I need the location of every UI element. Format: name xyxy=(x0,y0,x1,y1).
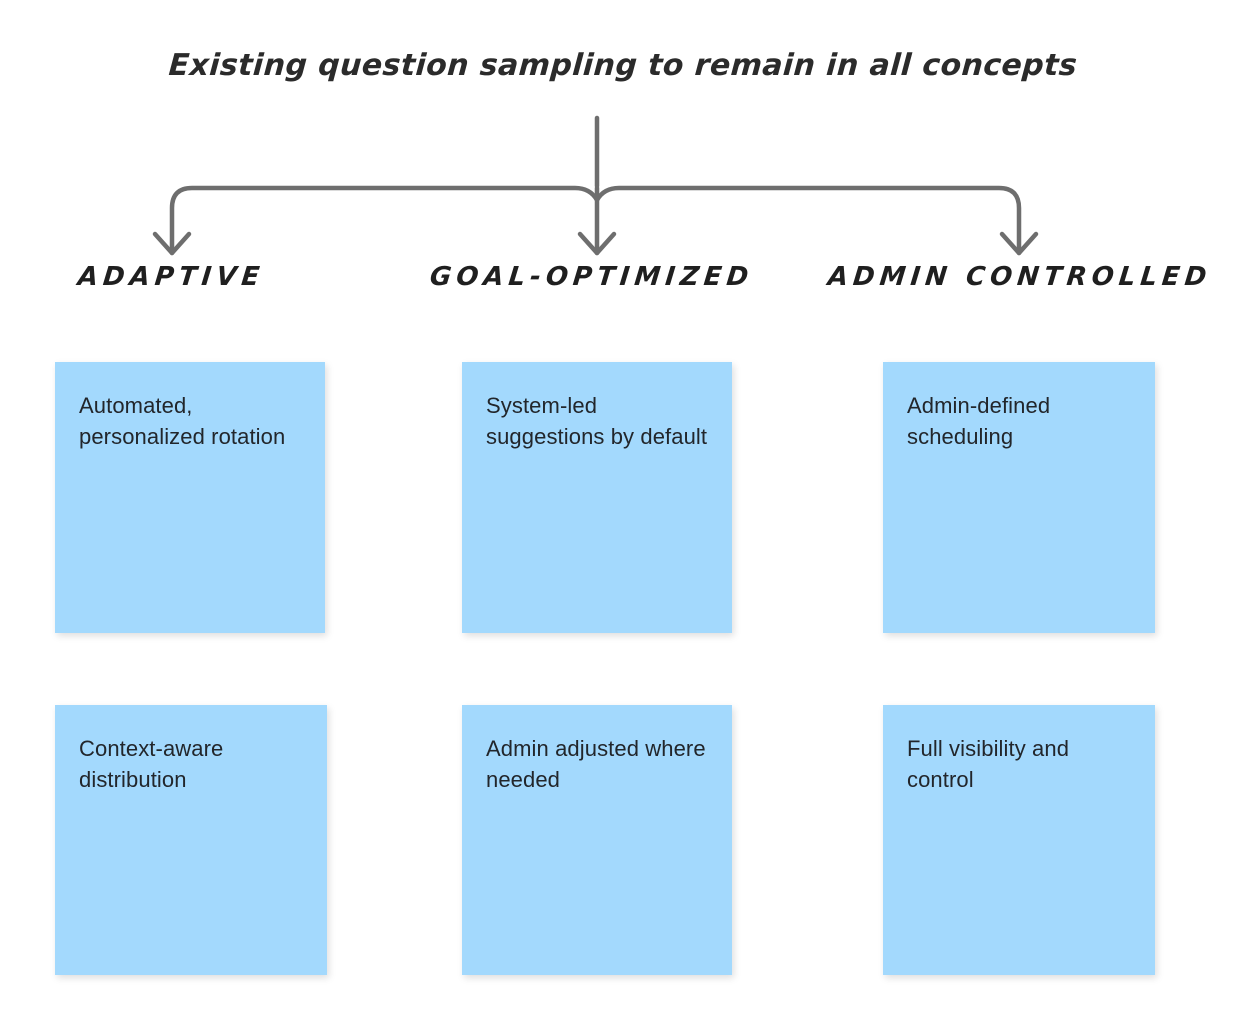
card[interactable]: Admin-defined scheduling xyxy=(883,362,1155,633)
column-header-goal-optimized: GOAL-OPTIMIZED xyxy=(428,262,755,292)
card[interactable]: Full visibility and control xyxy=(883,705,1155,975)
card[interactable]: Admin adjusted where needed xyxy=(462,705,732,975)
card[interactable]: Automated, personalized rotation xyxy=(55,362,325,633)
column-header-adaptive: ADAPTIVE xyxy=(76,262,266,292)
card-text: System-led suggestions by default xyxy=(486,393,708,450)
card-text: Admin-defined scheduling xyxy=(907,393,1051,450)
arrowhead-center-icon xyxy=(577,231,617,256)
card-text: Automated, personalized rotation xyxy=(79,393,286,450)
card[interactable]: Context-aware distribution xyxy=(55,705,327,975)
page-title: Existing question sampling to remain in … xyxy=(167,48,1079,83)
card-text: Full visibility and control xyxy=(907,736,1070,793)
card[interactable]: System-led suggestions by default xyxy=(462,362,732,633)
arrowhead-left-icon xyxy=(152,231,192,256)
card-text: Admin adjusted where needed xyxy=(486,736,706,793)
column-header-admin-controlled: ADMIN CONTROLLED xyxy=(826,262,1213,292)
arrowhead-right-icon xyxy=(999,231,1039,256)
card-text: Context-aware distribution xyxy=(79,736,224,793)
connector-branch-left xyxy=(169,185,600,256)
connector-branch-right xyxy=(594,185,1022,256)
